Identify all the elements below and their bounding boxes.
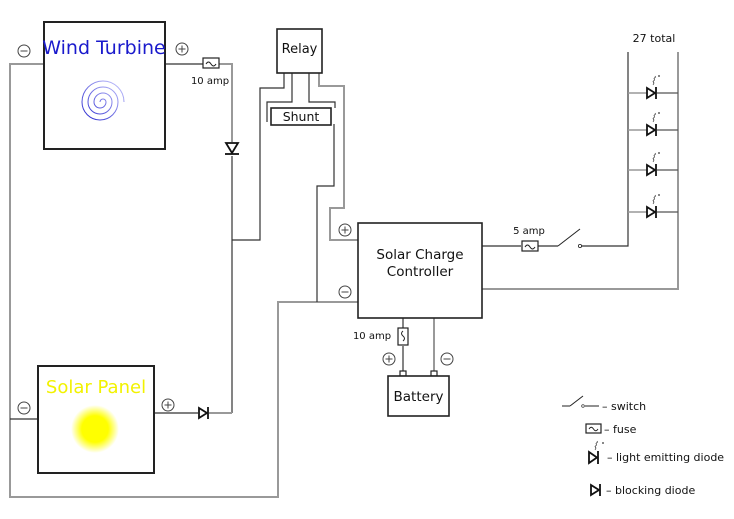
legend-item-fuse: – fuse [585,423,637,436]
controller-label-line1: Solar Charge [376,247,463,263]
led-count-label: 27 total [633,32,676,45]
shunt-label: Shunt [283,109,320,124]
solar-panel-positive-marker [161,398,175,412]
controller-negative-marker [338,285,352,299]
led-rung [628,75,678,100]
led-rung [628,112,678,137]
blocking-diode-wind [224,142,240,155]
shunt-right-wire [308,73,336,108]
legend: – switch – fuse – light emitting diode –… [562,395,724,497]
sun-icon [71,405,119,453]
led-rung [628,152,678,177]
wind-turbine: Wind Turbine [42,21,166,150]
battery-negative-marker [440,352,454,366]
controller-positive-wire [318,73,358,241]
fuse-battery: 10 amp [353,327,409,346]
led-bus-negative [482,52,679,290]
wind-turbine-label: Wind Turbine [42,37,165,59]
battery-label: Battery [394,389,444,405]
legend-label-led: – light emitting diode [607,451,724,464]
wind-turbine-positive-marker [175,42,189,56]
legend-item-led: – light emitting diode [588,440,724,465]
fuse-wind: 10 amp [191,57,229,87]
relay: Relay [276,28,323,74]
fuse-battery-rating: 10 amp [353,331,391,342]
blocking-diode-solar [198,406,209,420]
solar-panel: Solar Panel [37,365,155,474]
shunt-left-wire [266,73,293,108]
legend-label-diode: – blocking diode [606,484,695,497]
led-icon [646,163,657,177]
led-array [628,75,678,219]
legend-item-switch: – switch [562,395,646,413]
wind-fuse-wire [219,63,233,142]
led-bus-positive [580,52,629,247]
led-rung [628,194,678,219]
relay-feed-wire [232,73,285,241]
legend-label-fuse: – fuse [604,423,637,436]
fuse-load-rating: 5 amp [513,226,545,237]
controller-label-line2: Controller [387,264,454,280]
wind-turbine-negative-marker [17,44,31,58]
solar-panel-negative-marker [17,401,31,415]
fuse-wind-rating: 10 amp [191,76,229,87]
shunt-negative-wire [316,124,335,302]
led-icon [646,123,657,137]
controller-positive-marker [338,223,352,237]
legend-item-diode: – blocking diode [590,483,695,497]
switch [557,228,583,248]
spiral-icon [81,80,125,121]
led-icon [646,86,657,100]
solar-panel-label: Solar Panel [46,377,146,398]
led-icon [646,205,657,219]
shunt: Shunt [270,107,332,126]
legend-label-switch: – switch [602,400,646,413]
solar-charge-controller: Solar Charge Controller [357,222,483,319]
relay-label: Relay [282,42,318,57]
negative-bus-wire [9,63,358,498]
battery: Battery [387,370,450,417]
fuse-load: 5 amp [513,226,545,252]
battery-positive-marker [382,352,396,366]
